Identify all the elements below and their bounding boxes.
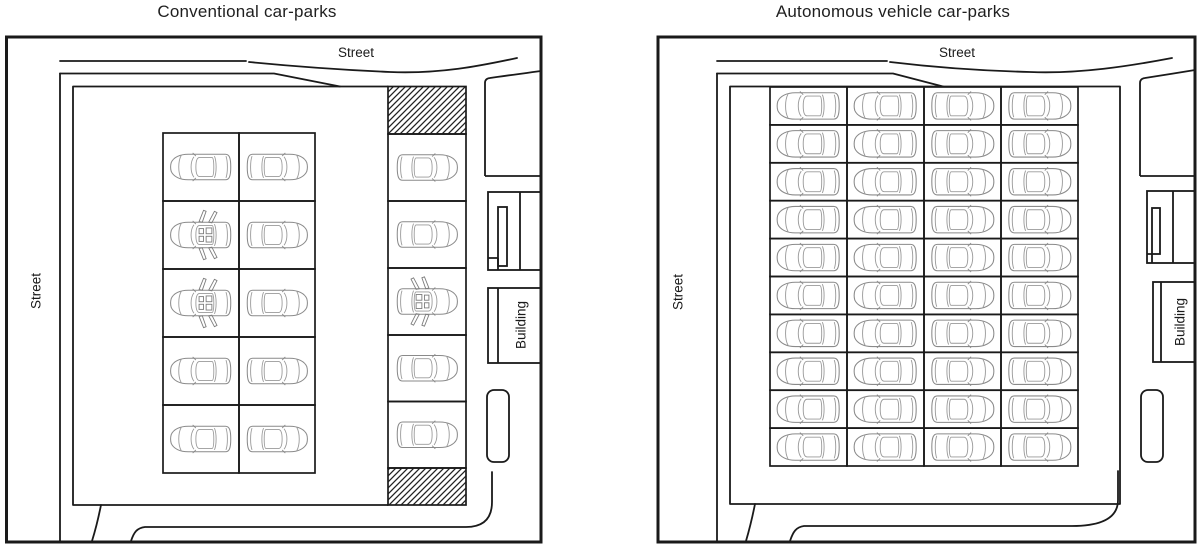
car-icon [1008, 394, 1072, 425]
car-icon [931, 90, 995, 121]
corner-building [1139, 69, 1196, 177]
notched-building [1146, 190, 1196, 264]
car-icon [246, 424, 308, 454]
car-icon [776, 166, 840, 197]
car-icon [396, 152, 458, 183]
car-icon [776, 432, 840, 463]
side-column-cars [396, 152, 458, 450]
parking-stall [1000, 427, 1079, 467]
parking-stall [238, 404, 316, 474]
car-icon [1008, 204, 1072, 235]
corner-building [484, 70, 542, 177]
car-open-doors-icon [171, 278, 231, 327]
island-pill [486, 389, 510, 463]
labeled-building: Building [487, 287, 542, 364]
notched-building [487, 191, 542, 271]
car-icon [853, 204, 917, 235]
car-icon [1008, 356, 1072, 387]
right-diagram-title: Autonomous vehicle car-parks [775, 2, 1011, 21]
car-icon [931, 356, 995, 387]
car-icon [853, 90, 917, 121]
car-icon [1008, 318, 1072, 349]
island-pill [1140, 389, 1164, 463]
car-open-doors-icon [171, 210, 231, 259]
parking-stall [387, 334, 467, 403]
car-open-doors-icon [397, 277, 457, 326]
parking-lot-boundary [72, 85, 389, 506]
car-icon [246, 152, 308, 182]
car-icon [396, 420, 458, 450]
car-icon [1008, 166, 1072, 197]
car-icon [853, 242, 917, 273]
car-icon [931, 432, 995, 463]
car-icon [246, 220, 308, 250]
car-icon [1008, 280, 1072, 311]
car-icon [170, 356, 232, 386]
parking-stall [387, 133, 467, 202]
car-icon [396, 219, 458, 250]
building-label: Building [1173, 298, 1188, 346]
building-label: Building [514, 301, 529, 349]
street-lines [59, 57, 518, 543]
car-icon [776, 394, 840, 425]
buildings: Building [1139, 69, 1196, 463]
street-label-left: Street [29, 273, 44, 309]
street-label-top: Street [338, 45, 374, 60]
parking-grids [162, 85, 467, 506]
car-icon [776, 280, 840, 311]
car-icon [1008, 432, 1072, 463]
car-icon [853, 318, 917, 349]
buildings: Building [484, 70, 542, 463]
car-icon [396, 353, 458, 383]
car-icon [170, 424, 232, 454]
street-lines [716, 57, 1173, 543]
parking-stall [387, 200, 467, 269]
car-icon [776, 204, 840, 235]
car-icon [853, 356, 917, 387]
car-icon [1008, 128, 1072, 159]
center-grid-cells [162, 132, 316, 474]
labeled-building: Building [1152, 281, 1196, 363]
car-icon [931, 128, 995, 159]
car-icon [853, 432, 917, 463]
car-icon [931, 166, 995, 197]
parking-grids [769, 86, 1079, 467]
parking-stall [387, 267, 467, 336]
conventional-diagram: Building Street Street [5, 35, 543, 544]
car-icon [931, 394, 995, 425]
autonomous-diagram: Building Street Street [656, 35, 1197, 544]
car-icon [776, 318, 840, 349]
car-icon [246, 356, 308, 386]
car-icon [931, 280, 995, 311]
left-diagram-title: Conventional car-parks [157, 2, 337, 21]
hatched-reserved-cell [387, 85, 467, 135]
car-icon [776, 128, 840, 159]
car-icon [931, 204, 995, 235]
car-icon [776, 356, 840, 387]
street-label-top: Street [939, 45, 975, 60]
dense-grid-cells [769, 86, 1079, 467]
hatched-reserved-cell [387, 467, 467, 506]
car-icon [853, 128, 917, 159]
car-icon [853, 166, 917, 197]
car-icon [776, 242, 840, 273]
parking-stall [387, 400, 467, 469]
car-icon [1008, 242, 1072, 273]
parking-lot-boundary [729, 85, 1121, 505]
car-icon [776, 90, 840, 121]
street-label-left: Street [671, 274, 686, 310]
car-icon [246, 288, 308, 318]
car-icon [853, 280, 917, 311]
car-icon [853, 394, 917, 425]
car-icon [170, 152, 232, 182]
car-icon [931, 242, 995, 273]
car-icon [1008, 90, 1072, 121]
car-icon [931, 318, 995, 349]
side-column-cells [387, 85, 467, 506]
